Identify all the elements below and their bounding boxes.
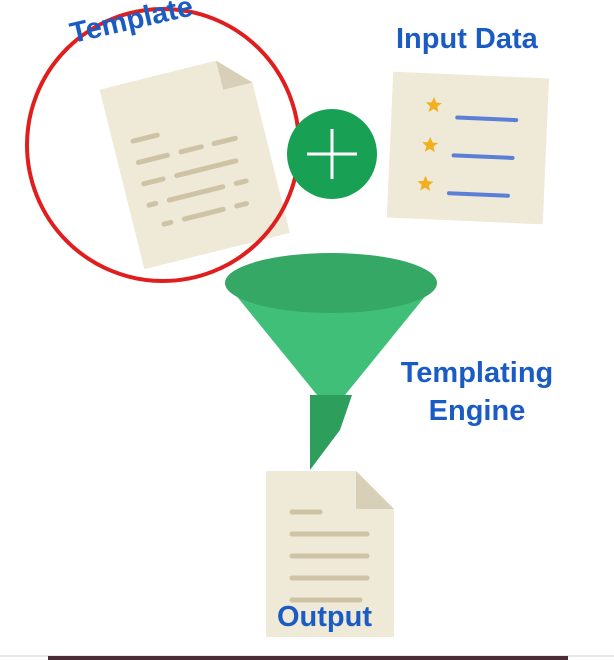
output-label: Output: [277, 601, 373, 633]
plus-icon: [287, 109, 377, 199]
bottom-accent-bar: [48, 656, 568, 660]
input-data-document-icon: [386, 71, 550, 225]
templating-engine-label: Templating Engine: [388, 354, 566, 430]
templating-engine-label-line2: Engine: [428, 395, 526, 427]
funnel-icon: [225, 253, 437, 470]
templating-engine-label-line1: Templating: [400, 357, 554, 389]
bottom-border: [0, 652, 614, 660]
output-document-icon: [266, 471, 394, 637]
input-data-label: Input Data: [396, 23, 538, 55]
template-document-icon: [99, 60, 290, 270]
